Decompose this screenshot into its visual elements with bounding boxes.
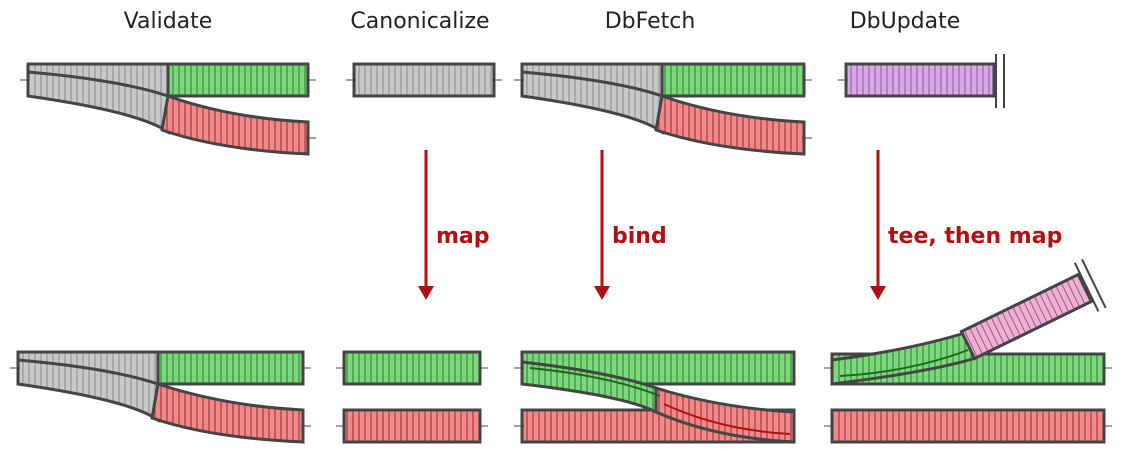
title-canonicalize: Canonicalize bbox=[350, 9, 489, 34]
title-dbfetch: DbFetch bbox=[605, 9, 696, 34]
arrow-map bbox=[418, 150, 434, 300]
label-bind: bind bbox=[612, 224, 667, 249]
canonicalize-track-top bbox=[346, 62, 502, 98]
dbfetch-switch-top bbox=[514, 62, 812, 156]
canonicalize-tracks-bottom bbox=[336, 350, 488, 444]
arrow-bind bbox=[594, 150, 610, 300]
validate-switch-top bbox=[20, 62, 316, 156]
title-dbupdate: DbUpdate bbox=[850, 9, 961, 34]
label-tee: tee, then map bbox=[888, 224, 1062, 249]
label-map: map bbox=[436, 224, 490, 249]
dbupdate-tee-bottom bbox=[824, 258, 1112, 444]
arrow-tee bbox=[870, 150, 886, 300]
dbfetch-crossover-bottom bbox=[514, 350, 796, 444]
dbupdate-deadend-top bbox=[838, 54, 1005, 108]
validate-switch-bottom bbox=[10, 350, 311, 444]
title-validate: Validate bbox=[124, 9, 213, 34]
